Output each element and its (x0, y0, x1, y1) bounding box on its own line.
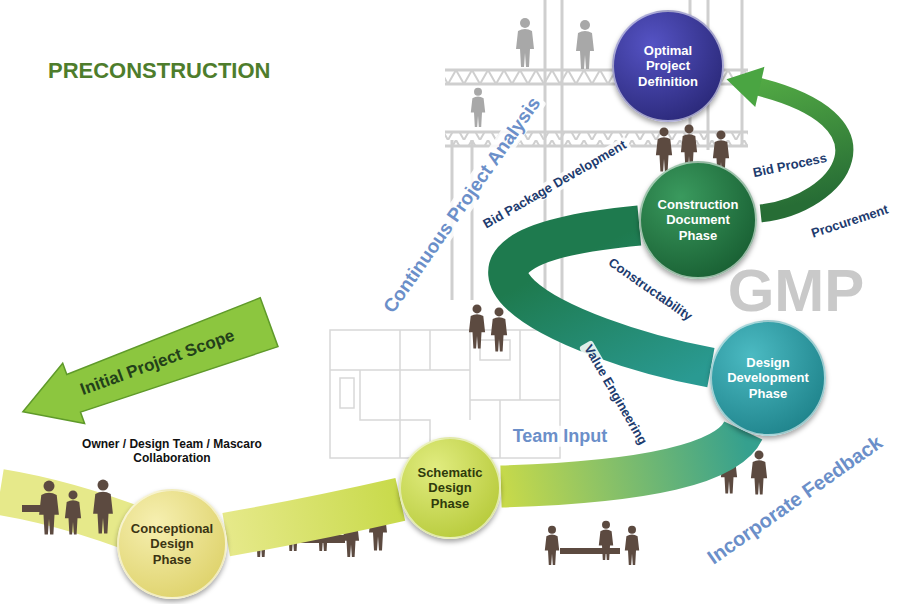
phase-circle: Optimal Project Definition (612, 10, 724, 122)
annotation-label: Incorporate Feedback (701, 429, 889, 570)
scope-arrow: Initial Project Scope (12, 292, 280, 442)
arrow-head (727, 67, 765, 107)
phase-circle: Design Development Phase (710, 320, 826, 436)
edge-label: Bid Process (749, 150, 831, 181)
annotation-label: Owner / Design Team / Mascaro Collaborat… (69, 438, 275, 466)
diagram-title: PRECONSTRUCTION (48, 58, 270, 84)
arrow-outline (12, 292, 280, 442)
circle-text: Optimal Project Definition (625, 43, 712, 90)
connector-path (226, 499, 400, 534)
phase-circle: Schematic Design Phase (399, 437, 501, 539)
circle-text: Schematic Design Phase (412, 465, 488, 512)
phase-label: Schematic Design Phase (412, 465, 488, 512)
people (22, 124, 767, 565)
annotation-label: Procurement (807, 202, 894, 243)
watermark: GMP (728, 256, 865, 325)
circle-text: Design Development Phase (723, 355, 814, 402)
circle-text: Conceptional Design Phase (130, 521, 214, 568)
annotation-label: Team Input (510, 426, 611, 447)
phase-label: Construction Document Phase (651, 197, 745, 244)
phase-circle: Conceptional Design Phase (117, 489, 227, 599)
connector-path (750, 85, 845, 214)
circle-text: Construction Document Phase (651, 197, 745, 244)
phase-label: Design Development Phase (723, 355, 814, 402)
phase-label: Optimal Project Definition (625, 43, 712, 90)
road-segment (226, 499, 400, 534)
phase-label: Conceptional Design Phase (130, 521, 214, 568)
